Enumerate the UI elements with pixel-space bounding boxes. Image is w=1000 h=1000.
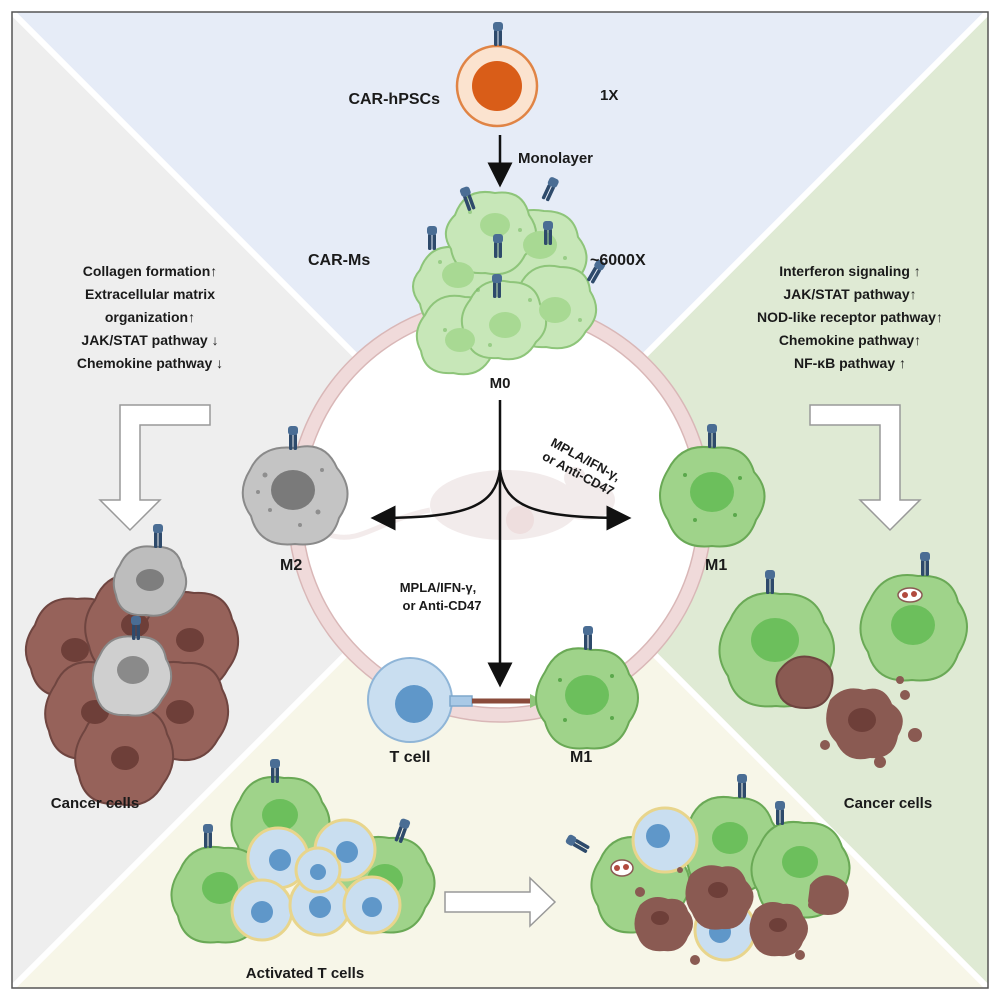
- cancer-cells-left-label: Cancer cells: [51, 795, 139, 812]
- differentiation-arrows: [370, 400, 632, 688]
- m1-pathway-item: NOD-like receptor pathway↑: [757, 309, 943, 325]
- t-cell-m1-synapse: [367, 626, 639, 750]
- cancer-cells-right-label: Cancer cells: [844, 795, 932, 812]
- t-cell-label: T cell: [390, 749, 431, 766]
- m1-pathway-list: Interferon signaling ↑ JAK/STAT pathway↑…: [757, 263, 943, 371]
- m2-pathway-item: Extracellular matrix: [85, 286, 215, 302]
- one-x-label: 1X: [600, 87, 618, 104]
- m2-pathway-item: Collagen formation↑: [83, 263, 218, 279]
- activated-t-cells-label: Activated T cells: [246, 965, 364, 982]
- car-hpscs-label: CAR-hPSCs: [348, 91, 440, 108]
- treatment-down-line1: MPLA/IFN-γ,: [400, 580, 477, 595]
- bottom-hollow-arrow: [444, 876, 557, 928]
- treatment-down-line2: or Anti-CD47: [403, 598, 482, 613]
- car-ms-label: CAR-Ms: [308, 252, 370, 269]
- fold-6000x-label: ~6000X: [590, 252, 646, 269]
- m2-pathway-item: organization↑: [105, 309, 195, 325]
- bottom-right-tumor-killing: [564, 774, 851, 965]
- right-m1-cancer-group: [718, 552, 968, 768]
- m1-bottom-label: M1: [570, 749, 592, 766]
- car-hpsc-cell: [455, 22, 539, 128]
- left-hollow-arrow: [98, 404, 211, 532]
- m1-pathway-item: Chemokine pathway↑: [779, 332, 921, 348]
- m1-macrophage-right: [659, 424, 766, 548]
- bottom-left-activated-t-cells: [170, 759, 436, 944]
- monolayer-label: Monolayer: [518, 150, 593, 167]
- m0-label: M0: [490, 375, 511, 392]
- m1-pathway-item: Interferon signaling ↑: [779, 263, 921, 279]
- right-hollow-arrow: [809, 404, 922, 532]
- m1-pathway-item: NF-κB pathway ↑: [794, 355, 906, 371]
- m1-right-label: M1: [705, 557, 727, 574]
- m2-macrophage: [241, 426, 349, 546]
- left-cancer-cluster: [24, 524, 239, 806]
- m2-pathway-item: Chemokine pathway ↓: [77, 355, 223, 371]
- m2-pathway-item: JAK/STAT pathway ↓: [81, 332, 218, 348]
- m2-label: M2: [280, 557, 302, 574]
- m2-pathway-list: Collagen formation↑ Extracellular matrix…: [77, 263, 223, 371]
- car-m-cluster: [412, 176, 607, 376]
- m1-pathway-item: JAK/STAT pathway↑: [783, 286, 916, 302]
